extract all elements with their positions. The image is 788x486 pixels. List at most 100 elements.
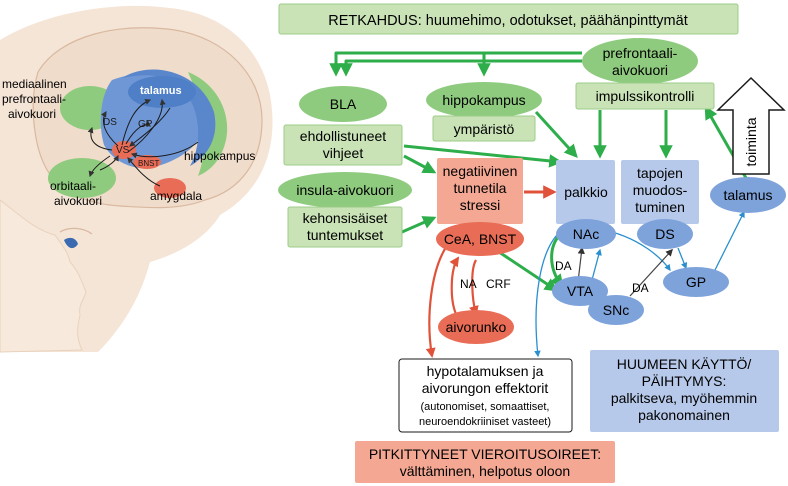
eye — [64, 237, 78, 249]
prefrontal-text-2: aivokuori — [612, 62, 668, 78]
drug-use-box — [590, 350, 779, 432]
effectors-box — [398, 358, 573, 433]
na-label: NA — [460, 277, 477, 291]
effectors-detail-2: neuroendokriiniset vasteet) — [419, 416, 551, 428]
label-medial-pfc-3: aivokuori — [8, 107, 56, 121]
conditioned-cues-text-1: ehdollistuneet — [300, 128, 387, 144]
arrow-prefrontal-to-bla-2 — [339, 59, 582, 77]
impulse-box — [575, 82, 715, 110]
body-sensations-text-1: kehonsisäiset — [303, 210, 388, 226]
action-arrow-shape — [716, 76, 786, 175]
label-medial-pfc-1: mediaalinen — [2, 77, 67, 91]
snc-text: SNc — [603, 302, 629, 318]
conditioned-cues-box — [283, 124, 403, 166]
habit-text-1: tapojen — [637, 165, 683, 181]
arrow-snc-to-ds-da — [629, 248, 673, 297]
nac-node — [556, 219, 616, 249]
habit-text-3: tuminen — [635, 199, 685, 215]
environment-text: ympäristö — [454, 121, 515, 137]
arrow-cea-to-effectors — [425, 243, 449, 358]
arrow-nac-to-effectors — [534, 231, 561, 358]
arrow-brainstem-to-cea — [449, 256, 460, 315]
arrow-prefrontal-to-bla — [329, 51, 582, 77]
brain-connection-arrows — [87, 98, 199, 187]
green-arrows — [329, 51, 748, 292]
arrow-vta-to-nac — [591, 248, 602, 281]
withdrawal-box — [355, 441, 615, 483]
prefrontal-text-1: prefrontaali- — [603, 45, 678, 61]
arrow-nac-to-gp — [611, 231, 671, 272]
brainstem-text: aivorunko — [446, 319, 507, 335]
arrow-body-to-negative — [401, 216, 437, 234]
eyebrow-line — [59, 227, 93, 235]
gp-node — [663, 267, 729, 297]
cea-bnst-text: CeA, BNST — [444, 231, 517, 247]
label-orbital-1: orbitaali- — [50, 179, 96, 193]
arrow-ds-to-gp — [677, 247, 688, 270]
arrow-cues-to-negative — [403, 154, 437, 174]
label-medial-pfc-2: prefrontaali- — [2, 92, 66, 106]
label-gp: GP — [138, 119, 153, 130]
prefrontal-node — [582, 38, 698, 84]
hippocampus-node — [426, 82, 542, 118]
label-orbital-2: aivokuori — [54, 194, 102, 208]
bnst-region — [133, 155, 161, 169]
negative-state-text-1: negatiivinen — [443, 163, 518, 179]
negative-state-text-3: stressi — [460, 197, 500, 213]
arrow-cues-to-reward — [403, 144, 563, 168]
ds-node — [637, 219, 693, 249]
body-sensations-box — [287, 206, 403, 248]
negative-state-text-2: tunnetila — [454, 180, 507, 196]
brainstem-node — [438, 310, 514, 344]
label-amygdala: amygdala — [150, 189, 202, 203]
action-text: toiminta — [743, 117, 759, 166]
insula-text: insula-aivokuori — [296, 182, 393, 198]
drug-use-text-4: pakonomainen — [638, 407, 730, 423]
withdrawal-text-1: PITKITTYNEET VIEROITUSOIREET: — [369, 446, 601, 462]
relapse-text: RETKAHDUS: huumehimo, odotukset, päähänp… — [328, 13, 687, 29]
impulse-text: impulssikontrolli — [596, 88, 695, 104]
ds-text: DS — [655, 226, 674, 242]
bla-text: BLA — [330, 96, 357, 112]
reward-text: palkkio — [564, 184, 608, 200]
label-ds: DS — [103, 117, 117, 128]
label-talamus: talamus — [140, 85, 182, 97]
orbitofrontal-region — [48, 158, 116, 198]
negative-state-box — [437, 158, 523, 224]
cea-bnst-node — [436, 222, 524, 256]
label-bnst: BNST — [138, 159, 159, 168]
label-hippokampus: hippokampus — [184, 149, 255, 163]
red-arrows — [425, 185, 557, 358]
bla-node — [299, 86, 387, 122]
hippocampus-text: hippokampus — [442, 92, 525, 108]
nac-text: NAc — [573, 226, 599, 242]
vta-node — [552, 276, 608, 306]
reward-box — [556, 160, 615, 224]
head-illustration: mediaalinen prefrontaali- aivokuori tala… — [0, 5, 273, 353]
da-label-1: DA — [555, 259, 572, 273]
drug-use-text-3: palkitseva, myöhemmin — [611, 390, 757, 406]
amygdala-region — [154, 178, 186, 198]
environment-box — [432, 115, 536, 142]
drug-use-text-1: HUUMEEN KÄYTTÖ/ — [617, 355, 752, 372]
drug-use-text-2: PÄIHTYMYS: — [642, 373, 727, 389]
effectors-text-2: aivorungon effektorit — [422, 380, 549, 396]
gp-text: GP — [686, 274, 706, 290]
crf-label: CRF — [486, 277, 511, 291]
vta-text: VTA — [567, 283, 594, 299]
face-profile — [0, 199, 87, 353]
habit-text-2: muodos- — [633, 182, 688, 198]
insula-node — [278, 172, 412, 208]
arrow-gp-to-talamus — [711, 210, 745, 277]
snc-node — [588, 295, 644, 325]
withdrawal-text-2: välttäminen, helpotus oloon — [400, 463, 570, 479]
relapse-box — [278, 3, 739, 35]
effectors-detail-1: (autonomiset, somaattiset, — [420, 401, 549, 413]
arrow-hippocampus-to-reward — [534, 110, 578, 158]
effectors-text-1: hypotalamuksen ja — [427, 363, 544, 379]
body-sensations-text-2: tuntemukset — [307, 227, 383, 243]
habit-box — [621, 160, 699, 224]
da-label-2: DA — [632, 281, 649, 295]
thalamus-node — [710, 177, 786, 213]
